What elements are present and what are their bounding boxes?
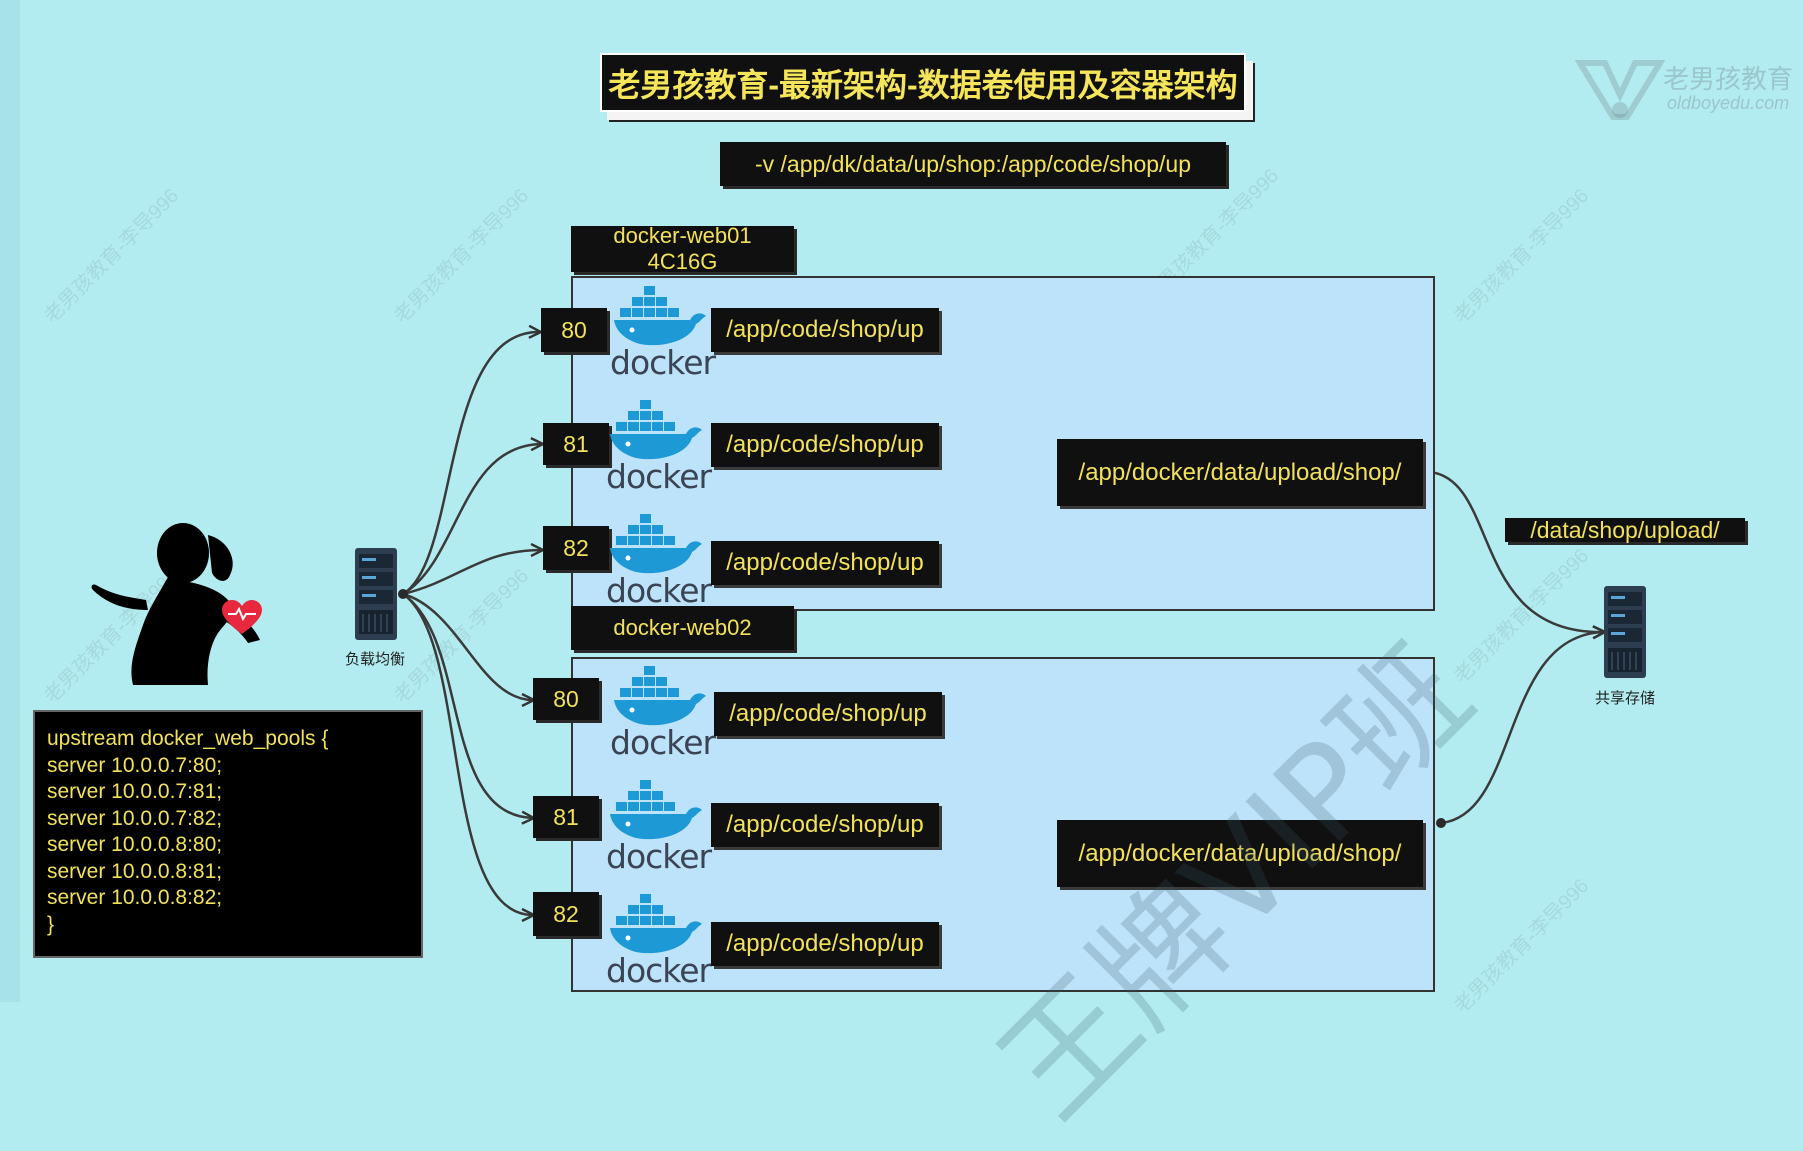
upstream-line: server 10.0.0.7:82; [47, 806, 223, 830]
shared-storage-label: 共享存储 [1594, 690, 1655, 707]
container-path: /app/code/shop/up [711, 541, 939, 585]
lb-to-host1-port82-line [402, 550, 542, 596]
lb-to-host2-port81-line [402, 592, 533, 818]
load-balancer-server [355, 548, 397, 645]
container-path: /app/code/shop/up [711, 803, 939, 847]
host-spec: 4C16G [647, 249, 718, 274]
docker-logo-text: docker [610, 343, 716, 382]
nginx-upstream-config: upstream docker_web_pools { server 10.0.… [33, 710, 423, 958]
docker-logo-text: docker [606, 837, 712, 876]
upstream-line: server 10.0.0.8:82; [47, 886, 223, 909]
docker-logo-text: docker [606, 457, 712, 496]
docker-logo-icon: docker [606, 396, 712, 496]
docker-logo-icon: docker [606, 890, 712, 990]
docker-whale-icon [610, 400, 702, 460]
docker-logo-icon: docker [610, 662, 716, 762]
left-edge-strip [0, 0, 20, 1002]
brand-site: oldboyedu.com [1667, 93, 1790, 113]
host-label-docker-web01: docker-web01 4C16G [571, 223, 794, 274]
container-path: /app/code/shop/up [711, 423, 939, 467]
port-badge: 80 [541, 308, 607, 352]
docker-whale-icon [614, 286, 706, 346]
upstream-line: server 10.0.0.7:81; [47, 780, 223, 803]
lb-to-host2-port82-line [402, 592, 533, 915]
brand-name: 老男孩教育 [1663, 64, 1794, 94]
host-name: docker-web01 [613, 223, 752, 248]
docker-logo-text: docker [606, 951, 712, 990]
host-label-docker-web02: docker-web02 [571, 606, 794, 650]
server-icon [1604, 586, 1646, 678]
docker-logo-icon: docker [606, 510, 712, 610]
docker-whale-icon [614, 666, 706, 726]
docker-logo-icon: docker [606, 776, 712, 876]
container-path: /app/code/shop/up [711, 308, 939, 352]
brand-logo-icon [1574, 60, 1666, 120]
lb-to-host2-port80-line [402, 592, 533, 700]
docker-logo-text: docker [610, 723, 716, 762]
upstream-line: server 10.0.0.8:81; [47, 859, 223, 883]
upstream-line: server 10.0.0.8:80; [47, 833, 223, 856]
page-title: 老男孩教育-最新架构-数据卷使用及容器架构 [600, 53, 1246, 112]
port-badge: 81 [533, 796, 599, 838]
host1-shared-to-storage-line [1429, 470, 1604, 632]
docker-logo-icon: docker [610, 282, 716, 382]
docker-logo-text: docker [606, 571, 712, 610]
docker-whale-icon [610, 514, 702, 574]
brand-watermark: 老男孩教育 oldboyedu.com [1574, 55, 1803, 125]
container-path: /app/code/shop/up [711, 922, 939, 966]
host2-shared-to-storage-line [1440, 632, 1604, 825]
host-name: docker-web02 [613, 615, 752, 640]
heart-icon [222, 600, 262, 634]
docker-whale-icon [610, 894, 702, 954]
upstream-line: } [47, 912, 55, 936]
lb-to-host1-port80-line [402, 332, 540, 596]
host-shared-dir: /app/docker/data/upload/shop/ [1057, 820, 1423, 887]
docker-whale-icon [610, 780, 702, 840]
host-shared-dir: /app/docker/data/upload/shop/ [1057, 439, 1423, 506]
shared-storage-server [1604, 586, 1646, 683]
container-path: /app/code/shop/up [714, 692, 942, 736]
server-icon [355, 548, 397, 640]
upstream-line: upstream docker_web_pools { [47, 727, 329, 750]
volume-mount-flag: -v /app/dk/data/up/shop:/app/code/shop/u… [720, 142, 1226, 186]
storage-dir-label: /data/shop/upload/ [1505, 517, 1745, 543]
port-badge: 81 [543, 423, 609, 465]
lb-to-host1-port81-line [402, 444, 542, 596]
port-badge: 82 [543, 526, 609, 570]
upstream-line: server 10.0.0.7:80; [47, 753, 223, 777]
port-badge: 80 [533, 678, 599, 720]
port-badge: 82 [533, 892, 599, 936]
load-balancer-label: 负载均衡 [344, 651, 405, 668]
